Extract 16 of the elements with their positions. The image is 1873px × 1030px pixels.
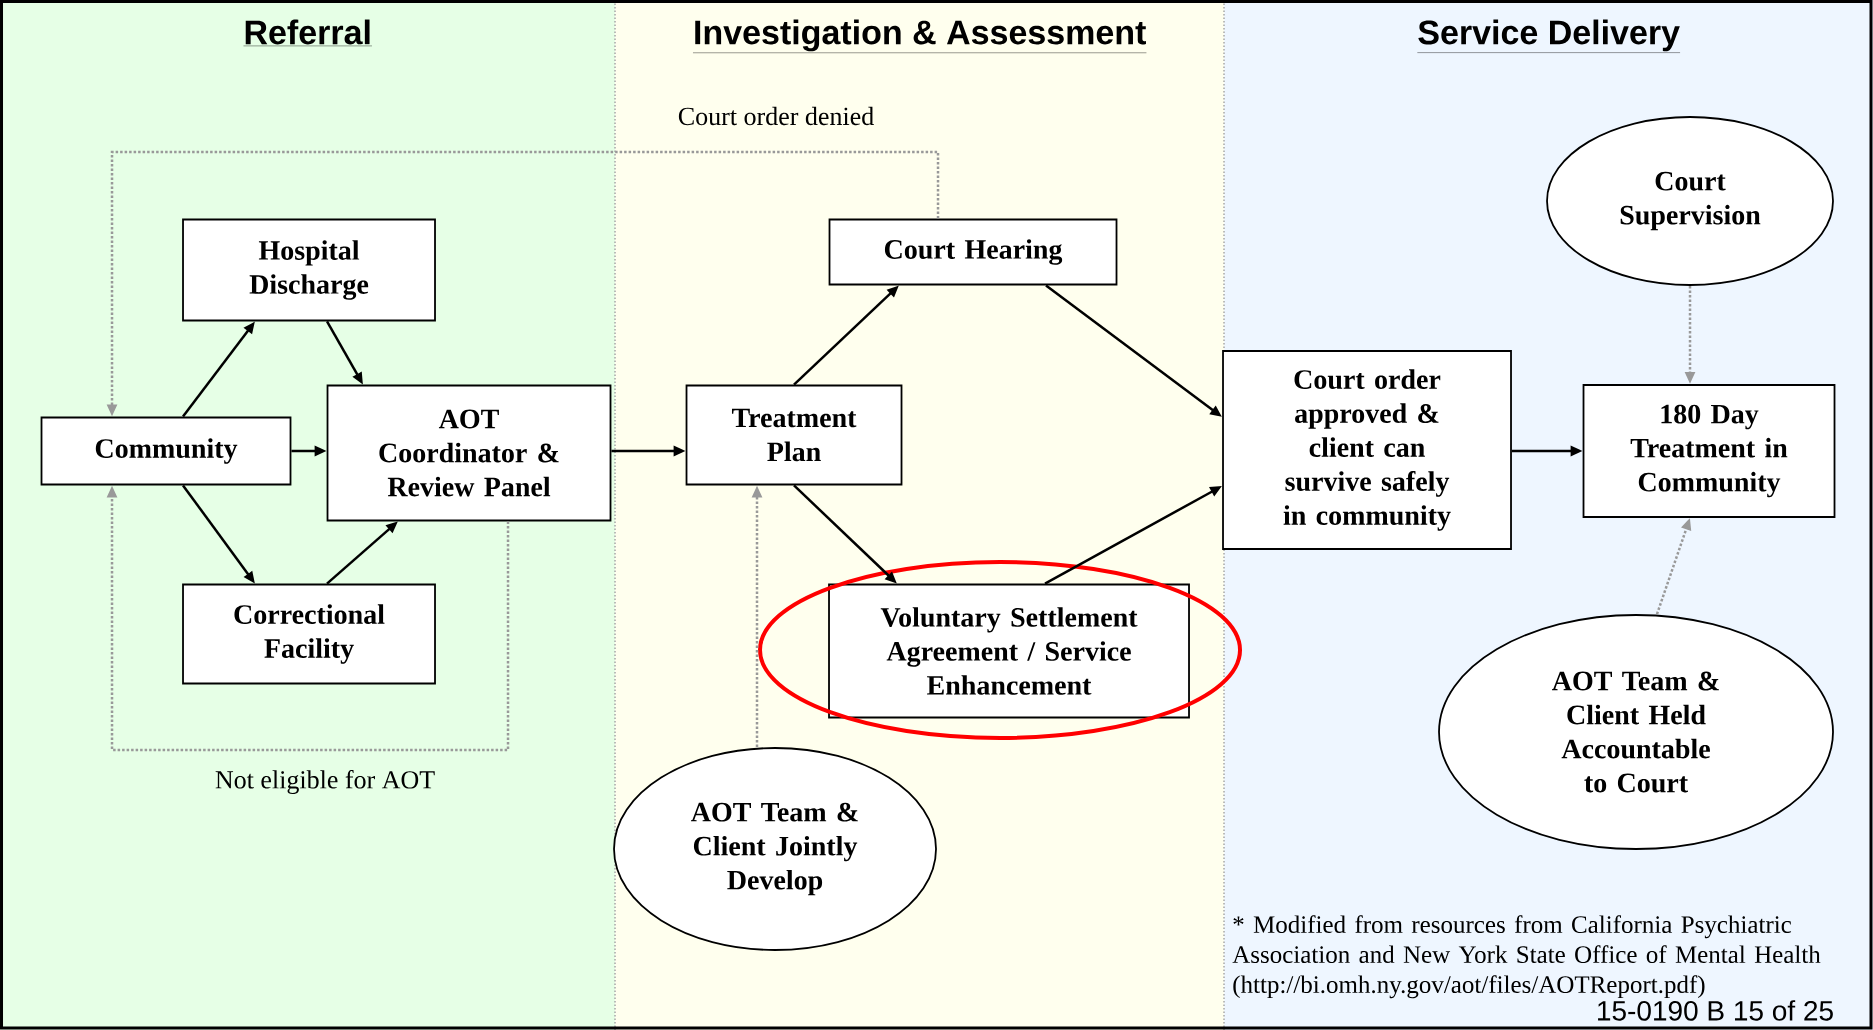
process-box: Court Hearing (828, 218, 1118, 286)
process-box: Correctional Facility (182, 583, 436, 685)
ellipse-node: AOT Team & Client Held Accountable to Court (1438, 614, 1834, 850)
process-box: AOT Coordinator & Review Panel (326, 384, 612, 522)
ellipse-node: Court Supervision (1546, 116, 1834, 286)
footnote: * Modified from resources from California Psychiatric Association and New York State Office of Mental Health (http://bi.omh.ny.gov/aot/files/AOTReport.pdf) (1232, 915, 1821, 999)
edge-label: Court order denied (678, 106, 874, 126)
process-box: Treatment Plan (685, 384, 903, 486)
process-box: Community (40, 416, 292, 486)
ellipse-node: AOT Team & Client Jointly Develop (613, 747, 937, 951)
edge-label: Not eligible for AOT (215, 770, 435, 794)
page-number: 15-0190 B 15 of 25 (1598, 1000, 1833, 1021)
process-box: Hospital Discharge (182, 218, 436, 322)
process-box: Court order approved & client can survive safely in community (1222, 350, 1512, 550)
process-box: 180 Day Treatment in Community (1582, 384, 1836, 518)
process-box: Voluntary Settlement Agreement / Service Enhancement (828, 583, 1190, 719)
